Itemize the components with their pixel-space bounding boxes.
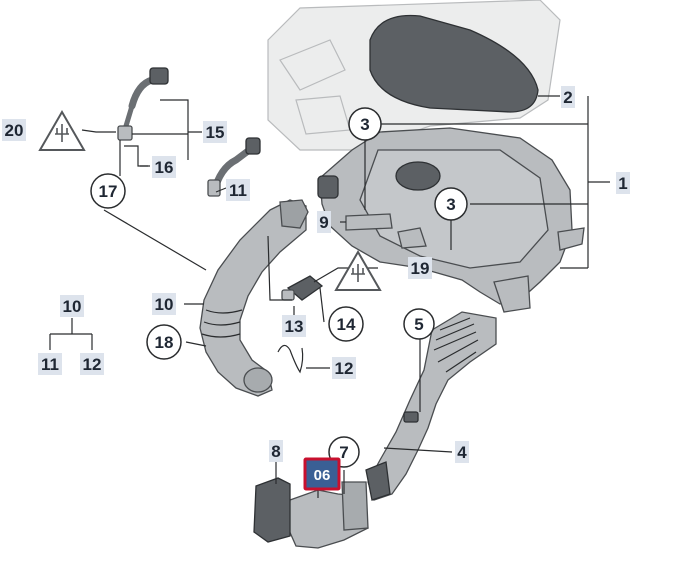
callout-box-c13[interactable] — [282, 315, 306, 337]
foam-strip — [345, 213, 393, 231]
callout-label-c20[interactable]: 20 — [5, 121, 24, 140]
resonator-duct — [287, 481, 369, 549]
vent-hose-upper — [117, 67, 169, 141]
callout-box-c2[interactable] — [561, 86, 575, 108]
callout-box-c19[interactable] — [408, 257, 432, 279]
callout-label-c9[interactable]: 9 — [319, 213, 328, 232]
callout-box-c10a[interactable] — [60, 295, 84, 317]
callout-label-c1[interactable]: 1 — [618, 174, 627, 193]
callout-box-c10b[interactable] — [152, 293, 176, 315]
callout-label-c4[interactable]: 4 — [457, 443, 467, 462]
callout-box-c4[interactable] — [455, 441, 469, 463]
grille-insert — [253, 477, 291, 543]
callout-box-c11b[interactable] — [226, 179, 250, 201]
circled-callout-k5[interactable] — [403, 308, 435, 340]
electrical-connector-warning-icon — [38, 110, 86, 151]
hose-clip — [277, 344, 304, 374]
callout-box-c20[interactable] — [2, 119, 26, 141]
selected-position-marker[interactable]: 06 — [303, 457, 341, 491]
selected-marker-label[interactable]: 06 — [314, 467, 331, 484]
circled-callout-label-k18[interactable]: 18 — [155, 333, 174, 352]
callout-box-c11a[interactable] — [38, 353, 62, 375]
callout-box-c12b[interactable] — [332, 357, 356, 379]
selected-marker-box[interactable] — [303, 457, 341, 491]
callout-label-c12a[interactable]: 12 — [83, 355, 102, 374]
callout-label-c15[interactable]: 15 — [206, 123, 225, 142]
callout-label-c12b[interactable]: 12 — [335, 359, 354, 378]
callout-box-c9[interactable] — [317, 211, 331, 233]
circled-callout-label-k14[interactable]: 14 — [337, 315, 356, 334]
leader-lines — [49, 95, 610, 498]
callout-box-c1[interactable] — [616, 172, 630, 194]
callout-label-c10a[interactable]: 10 — [63, 297, 82, 316]
circled-callout-k17[interactable] — [90, 173, 126, 209]
circled-callout-label-k3b[interactable]: 3 — [446, 195, 455, 214]
callout-label-c16[interactable]: 16 — [155, 158, 174, 177]
circled-callout-k18[interactable] — [146, 324, 182, 360]
circled-callout-k3b[interactable] — [434, 187, 468, 221]
callout-label-c19[interactable]: 19 — [411, 259, 430, 278]
circled-callout-k14[interactable] — [328, 306, 364, 342]
callout-label-c8[interactable]: 8 — [271, 442, 280, 461]
cover-pad — [369, 14, 539, 113]
callout-box-c15[interactable] — [203, 121, 227, 143]
callout-label-c2[interactable]: 2 — [563, 88, 572, 107]
intake-duct — [199, 199, 309, 397]
electrical-connector-warning-icon — [334, 250, 382, 291]
callout-box-c12a[interactable] — [80, 353, 104, 375]
callout-box-c8[interactable] — [269, 440, 283, 462]
callout-label-c13[interactable]: 13 — [285, 317, 304, 336]
circled-callout-k3a[interactable] — [348, 107, 382, 141]
intake-sensor — [281, 275, 324, 301]
callout-box-c16[interactable] — [152, 156, 176, 178]
circled-callout-label-k7[interactable]: 7 — [339, 443, 348, 462]
callout-label-c10b[interactable]: 10 — [155, 295, 174, 314]
air-duct — [365, 311, 497, 501]
callout-label-c11b[interactable]: 11 — [229, 181, 247, 200]
circled-callout-label-k5[interactable]: 5 — [414, 315, 423, 334]
callout-label-c11a[interactable]: 11 — [41, 355, 59, 374]
circled-callout-label-k17[interactable]: 17 — [99, 182, 118, 201]
circled-callout-label-k3a[interactable]: 3 — [360, 115, 369, 134]
